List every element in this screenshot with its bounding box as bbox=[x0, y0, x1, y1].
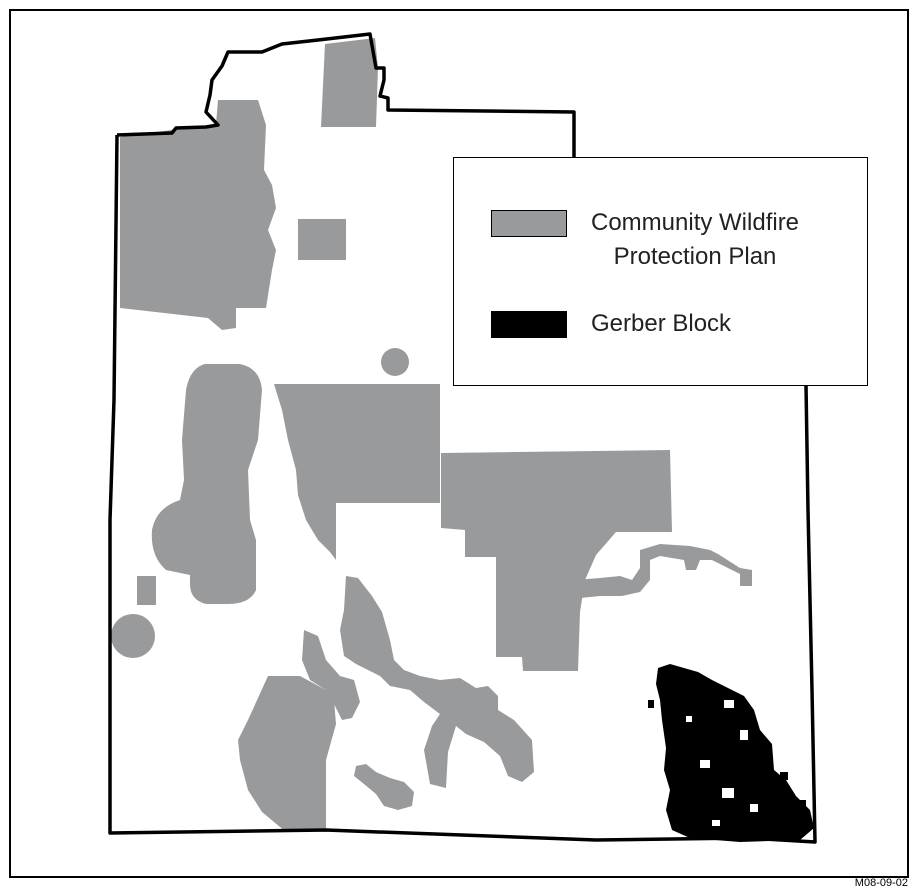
wildfire-area-central-block bbox=[274, 384, 440, 560]
wildfire-area-east-strip bbox=[575, 544, 752, 598]
legend-item-wildfire-plan: Community Wildfire Protection Plan bbox=[491, 209, 799, 274]
gerber-block-main bbox=[656, 664, 814, 842]
map-legend: Community Wildfire Protection Plan Gerbe… bbox=[453, 157, 868, 386]
legend-item-gerber-block: Gerber Block bbox=[491, 310, 731, 341]
gerber-block-speck bbox=[800, 800, 806, 806]
legend-label-line: Gerber Block bbox=[591, 310, 732, 337]
legend-label-wildfire-plan: Community Wildfire Protection Plan bbox=[591, 206, 799, 274]
gerber-block-speck bbox=[780, 772, 788, 780]
gerber-block-area bbox=[648, 664, 814, 842]
legend-label-line: Protection Plan bbox=[613, 243, 777, 270]
wildfire-area-south-branches bbox=[340, 576, 534, 788]
map-code: M08-09-02 bbox=[854, 877, 908, 889]
legend-swatch-gerber-block bbox=[491, 311, 567, 338]
wildfire-area-small-circle bbox=[381, 348, 409, 376]
wildfire-area-small-rect bbox=[137, 576, 156, 605]
gerber-block-speck bbox=[770, 790, 780, 796]
wildfire-area-south-spur bbox=[354, 764, 414, 810]
wildfire-area-east-block bbox=[441, 450, 672, 671]
wildfire-area-south-branch-left bbox=[302, 630, 360, 720]
gerber-hole bbox=[724, 700, 734, 708]
gerber-hole bbox=[722, 788, 734, 798]
gerber-hole bbox=[740, 730, 748, 740]
wildfire-area-left-circle bbox=[111, 614, 155, 658]
wildfire-area-north-block bbox=[321, 38, 378, 127]
legend-swatch-wildfire-plan bbox=[491, 210, 567, 237]
legend-label-line: Community Wildfire bbox=[591, 209, 800, 236]
gerber-hole bbox=[712, 820, 720, 826]
wildfire-area-small-square bbox=[298, 219, 346, 260]
gerber-hole bbox=[700, 760, 710, 768]
wildfire-area-southwest-lobe bbox=[238, 676, 336, 832]
district-boundary bbox=[108, 32, 817, 844]
legend-label-gerber-block: Gerber Block bbox=[591, 307, 731, 341]
gerber-block-holes bbox=[686, 700, 758, 826]
gerber-hole bbox=[686, 716, 692, 722]
wildfire-area-blob-column bbox=[151, 364, 262, 604]
gerber-block-speck bbox=[648, 700, 654, 708]
wildfire-area-west-block bbox=[120, 100, 276, 330]
gerber-hole bbox=[750, 804, 758, 812]
wildfire-plan-areas bbox=[111, 38, 752, 832]
